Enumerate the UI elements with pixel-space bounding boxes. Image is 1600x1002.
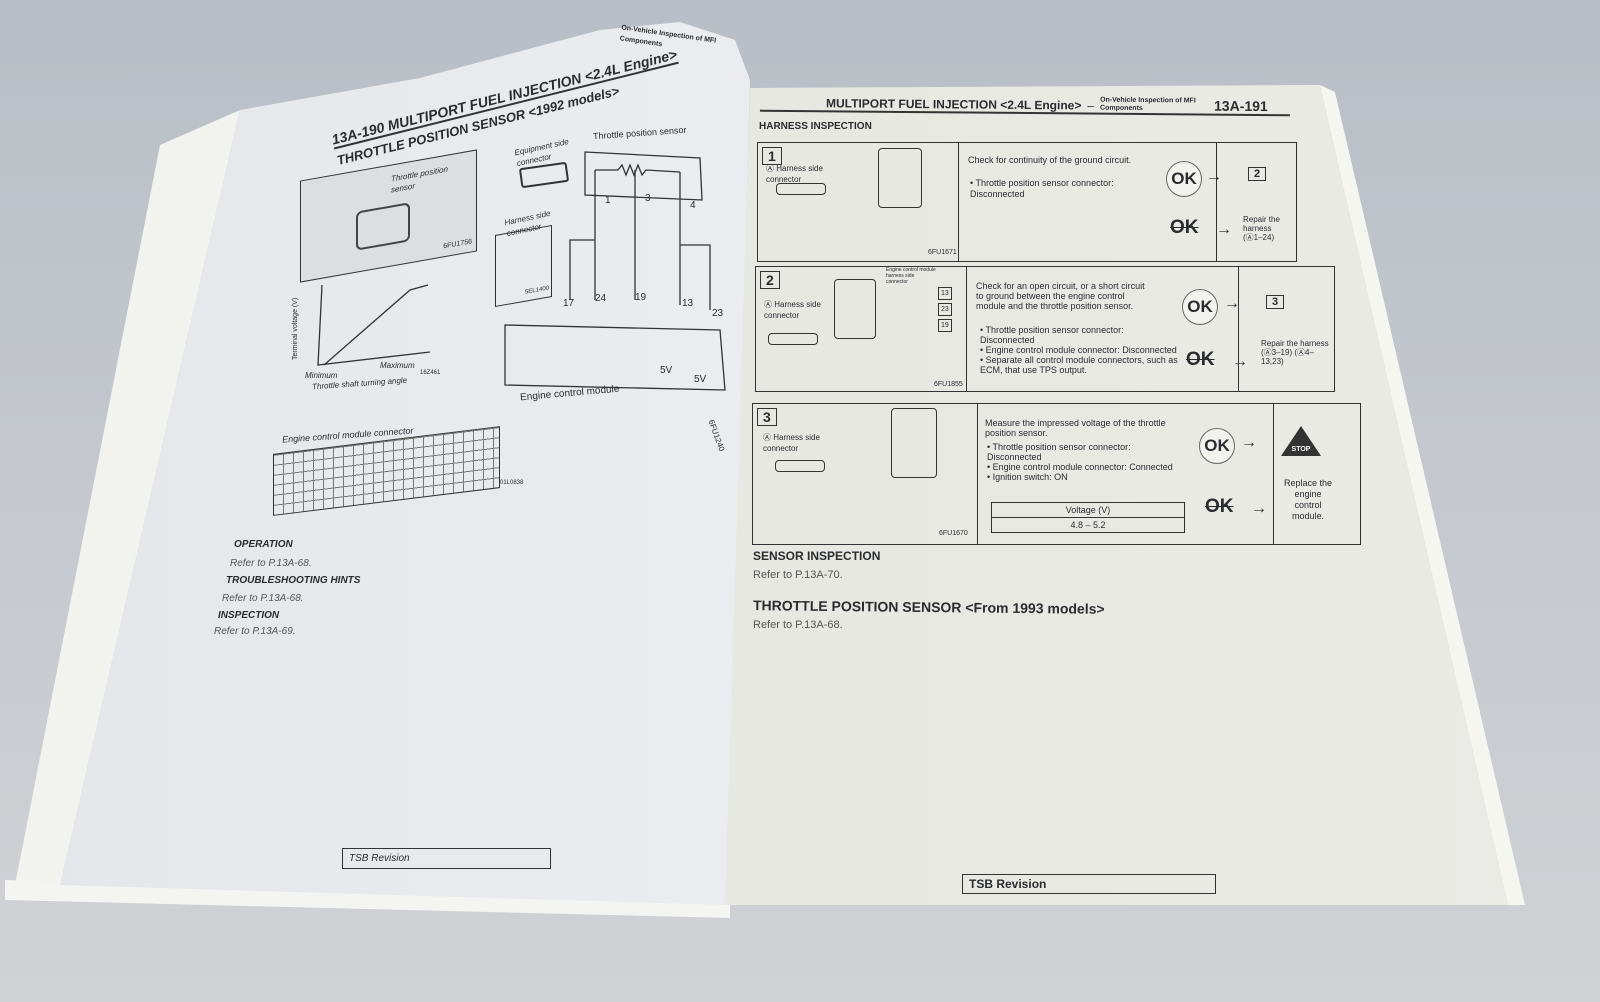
- voltage-graph: [317, 284, 431, 366]
- ng-icon: OK: [1205, 496, 1234, 517]
- sensor-pin-label: 3: [645, 193, 651, 204]
- tps-1993-text: Refer to P.13A-68.: [753, 619, 843, 631]
- sensor-pin-label: 1: [605, 195, 611, 206]
- step-instruction: Check for an open circuit, or a short ci…: [976, 281, 1145, 311]
- step-instruction: Check for continuity of the ground circu…: [968, 155, 1132, 165]
- connector-icon: [775, 460, 825, 472]
- section-title: HARNESS INSPECTION: [759, 121, 872, 132]
- digital-multimeter-icon: [891, 408, 937, 478]
- step-number: 1: [762, 147, 782, 165]
- stop-label: STOP: [1291, 446, 1311, 453]
- pin-box: 23: [938, 303, 952, 316]
- ecm-pin-label: 13: [682, 298, 694, 309]
- step-1-box: 1 Ⓐ Harness side connector 6FU1671 Check…: [757, 142, 1297, 262]
- ng-icon: OK: [1170, 217, 1199, 238]
- step-condition: Separate all control module connectors, …: [980, 355, 1178, 375]
- operation-heading: OPERATION: [234, 539, 293, 550]
- ng-action: Repair the harness: [1243, 215, 1280, 233]
- connector-label: Ⓐ Harness side connector: [763, 433, 820, 453]
- step-number: 2: [760, 271, 780, 289]
- graph-ylabel: Terminal voltage (V): [292, 297, 299, 360]
- step-instruction: Measure the impressed voltage of the thr…: [985, 418, 1166, 438]
- circuit-diagram: [504, 151, 726, 391]
- figure-code: 6FU1671: [928, 249, 957, 256]
- tsb-revision-box: TSB Revision: [962, 874, 1216, 894]
- ecm-harness-label: Engine control module harness side conne…: [886, 267, 936, 285]
- page-number: 13A-191: [1213, 97, 1268, 115]
- operation-text: Refer to P.13A-68.: [230, 558, 312, 569]
- voltage-table: Voltage (V) 4.8 – 5.2: [991, 502, 1185, 533]
- table-value: 4.8 – 5.2: [1070, 520, 1106, 530]
- ecm-connector-code: 01L0838: [500, 480, 524, 486]
- photo-code: 6FU1756: [443, 238, 472, 251]
- graph-x-max: Maximum: [380, 361, 415, 370]
- graph-code: 16Z461: [420, 370, 441, 376]
- ecm-pin-label: 17: [563, 298, 575, 309]
- next-step-ref: 2: [1248, 167, 1267, 181]
- figure-code: 6FU1855: [934, 381, 963, 388]
- sensor-illustration: [356, 202, 410, 251]
- voltage-label: 5V: [694, 374, 707, 385]
- inspection-text: Refer to P.13A-69.: [214, 626, 296, 637]
- photo-label: Throttle position sensor: [391, 164, 448, 195]
- ng-action: Repair the harness: [1261, 339, 1329, 348]
- ecm-pin-label: 23: [712, 308, 724, 319]
- figure-code: 6FU1670: [939, 530, 968, 537]
- tsb-revision-box: TSB Revision: [342, 848, 551, 869]
- voltage-label: 5V: [660, 365, 673, 376]
- graph-x-min: Minimum: [305, 371, 338, 380]
- step-3-box: 3 Ⓐ Harness side connector 6FU1670 Measu…: [752, 403, 1361, 545]
- step-condition: Throttle position sensor connector: Disc…: [987, 442, 1131, 462]
- step-number: 3: [757, 408, 777, 426]
- table-header: Voltage (V): [992, 503, 1184, 518]
- step-condition: Throttle position sensor connector: Disc…: [970, 178, 1114, 199]
- connector-label: Ⓐ Harness side connector: [764, 300, 821, 320]
- pin-box: 19: [938, 319, 952, 332]
- ng-action: Replace the engine control module.: [1283, 478, 1333, 521]
- connector-icon: [768, 333, 818, 345]
- connector-label: Ⓐ Harness side connector: [766, 164, 823, 184]
- next-step-ref: 3: [1266, 295, 1285, 309]
- stop-icon: [1281, 426, 1321, 456]
- sensor-pin-label: 4: [690, 200, 696, 211]
- ok-icon: OK: [1199, 428, 1235, 464]
- sensor-inspection-heading: SENSOR INSPECTION: [753, 549, 881, 563]
- inspection-heading: INSPECTION: [218, 610, 280, 621]
- ng-icon: OK: [1186, 349, 1215, 370]
- troubleshooting-text: Refer to P.13A-68.: [222, 593, 304, 604]
- ok-icon: OK: [1166, 161, 1202, 197]
- ecm-pin-label: 24: [595, 293, 607, 304]
- step-condition: Throttle position sensor connector: Disc…: [980, 325, 1124, 345]
- header-dash: –: [1087, 98, 1095, 113]
- header-title: MULTIPORT FUEL INJECTION <2.4L Engine>: [825, 96, 1082, 113]
- multimeter-icon: [834, 279, 876, 339]
- step-condition: Engine control module connector: Connect…: [992, 462, 1173, 472]
- troubleshooting-heading: TROUBLESHOOTING HINTS: [226, 575, 361, 586]
- pin-box: 13: [938, 287, 952, 300]
- ok-icon: OK: [1182, 289, 1218, 325]
- sensor-inspection-text: Refer to P.13A-70.: [753, 569, 843, 581]
- step-2-box: 2 Ⓐ Harness side connector Engine contro…: [755, 266, 1335, 392]
- ng-detail: (Ⓐ3–19) (Ⓐ4–13,23): [1261, 348, 1314, 366]
- ng-detail: (Ⓐ1–24): [1243, 233, 1275, 242]
- connector-icon: [776, 183, 826, 195]
- ecm-pin-label: 19: [635, 292, 647, 303]
- step-condition: Engine control module connector: Disconn…: [985, 345, 1177, 355]
- step-condition: Ignition switch: ON: [992, 472, 1068, 482]
- multimeter-icon: [878, 148, 922, 208]
- header-subtitle: On-Vehicle Inspection of MFI Components: [1100, 96, 1196, 113]
